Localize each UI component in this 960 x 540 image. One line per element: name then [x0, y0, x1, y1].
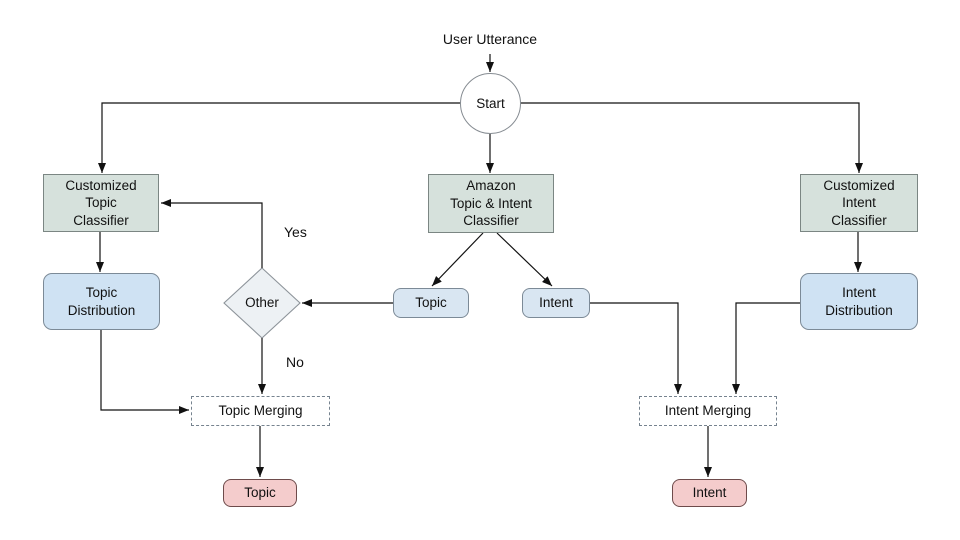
node-label-line: Intent [842, 195, 876, 211]
node-label-line: Distribution [67, 302, 136, 318]
node-label-line: Topic [85, 195, 117, 211]
intent-node: Intent [522, 288, 590, 318]
intent-merging-label: Intent Merging [664, 403, 752, 419]
edge-label-yes: Yes [284, 224, 307, 240]
edge-intent-to-merging [590, 302, 682, 394]
topic-output-label: Topic [244, 485, 276, 501]
edge-label-no: No [286, 354, 304, 370]
other-decision-label: Other [245, 295, 279, 310]
edge-start-to-intent-classifier [520, 102, 863, 173]
start-label: Start [476, 95, 505, 111]
topic-output-node: Topic [223, 479, 297, 507]
node-label-line: Amazon [466, 178, 516, 194]
node-label-line: Topic & Intent [450, 195, 532, 211]
edge-intent-distribution-to-merging [732, 302, 800, 394]
edge-other-yes-to-topic-classifier [161, 199, 263, 268]
intent-node-label: Intent [539, 295, 573, 311]
edge-amazon-to-intent [496, 232, 553, 287]
node-label-line: Classifier [73, 212, 129, 228]
node-label-line: Classifier [831, 212, 887, 228]
edge-start-to-topic-classifier [98, 102, 461, 173]
node-label-line: Topic [85, 284, 118, 300]
customized-topic-classifier-node: Customized Topic Classifier [43, 174, 159, 232]
input-label: User Utterance [442, 31, 538, 47]
intent-output-label: Intent [692, 485, 727, 501]
node-label-line: Intent [842, 284, 876, 300]
intent-merging-node: Intent Merging [639, 396, 777, 426]
amazon-classifier-node: Amazon Topic & Intent Classifier [428, 174, 554, 233]
topic-distribution-node: Topic Distribution [43, 273, 160, 330]
node-label-line: Classifier [463, 213, 519, 229]
intent-distribution-node: Intent Distribution [800, 273, 918, 330]
customized-intent-classifier-node: Customized Intent Classifier [800, 174, 918, 232]
topic-node-label: Topic [415, 295, 447, 311]
topic-merging-label: Topic Merging [218, 403, 303, 419]
start-node: Start [460, 73, 521, 134]
node-label-line: Customized [823, 177, 895, 193]
edge-amazon-to-topic [431, 232, 484, 287]
edge-topic-distribution-to-merging [100, 330, 189, 414]
topic-merging-node: Topic Merging [191, 396, 330, 426]
intent-output-node: Intent [672, 479, 747, 507]
node-label-line: Distribution [825, 302, 893, 318]
topic-node: Topic [393, 288, 469, 318]
node-label-line: Customized [65, 177, 137, 193]
